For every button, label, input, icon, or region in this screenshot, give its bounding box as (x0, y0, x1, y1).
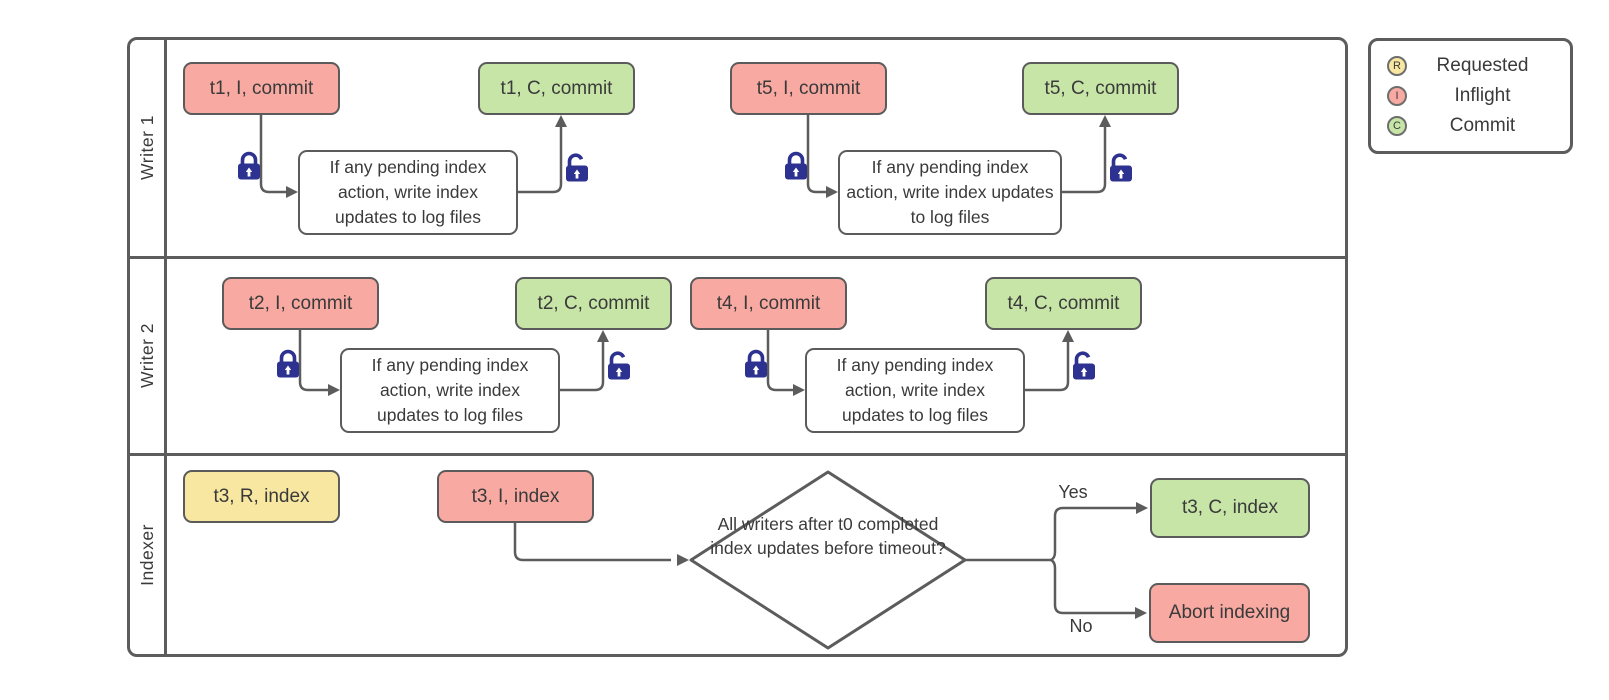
node-t2-inflight: t2, I, commit (222, 277, 379, 330)
edge-label-yes: Yes (1058, 482, 1088, 502)
node-abort-indexing: Abort indexing (1149, 583, 1310, 643)
node-t1-process: If any pending index action, write index… (298, 150, 518, 235)
node-t1-inflight: t1, I, commit (183, 62, 340, 115)
swimlane-frame (127, 37, 1348, 657)
legend-row-commit: C Commit (1387, 113, 1558, 140)
lane-writer1-header: Writer 1 (129, 40, 165, 254)
node-t4-inflight: t4, I, commit (690, 277, 847, 330)
node-t4-commit: t4, C, commit (985, 277, 1142, 330)
lane-divider-writer1-writer2 (127, 256, 1348, 259)
node-t4-process: If any pending index action, write index… (805, 348, 1025, 433)
node-t5-commit: t5, C, commit (1022, 62, 1179, 115)
lane-writer2-header: Writer 2 (129, 259, 165, 451)
lane-indexer-label: Indexer (136, 524, 157, 586)
node-t2-commit: t2, C, commit (515, 277, 672, 330)
legend-row-requested: R Requested (1387, 53, 1558, 80)
node-t1-commit: t1, C, commit (478, 62, 635, 115)
legend-label-inflight: Inflight (1454, 85, 1511, 106)
edge-label-no: No (1069, 616, 1093, 636)
lane-writer2-label: Writer 2 (136, 322, 157, 388)
lane-indexer-header: Indexer (129, 456, 165, 654)
node-t3-requested: t3, R, index (183, 470, 340, 523)
legend-label-commit: Commit (1449, 115, 1516, 136)
node-t2-process: If any pending index action, write index… (340, 348, 560, 433)
legend-label-requested: Requested (1436, 55, 1529, 76)
lane-label-column-separator (164, 37, 167, 657)
decision-label: All writers after t0 completed index upd… (710, 514, 946, 558)
commit-state-icon: C (1387, 116, 1407, 136)
lane-divider-writer2-indexer (127, 453, 1348, 456)
node-t5-inflight: t5, I, commit (730, 62, 887, 115)
node-t5-process: If any pending index action, write index… (838, 150, 1062, 235)
node-t3-commit: t3, C, index (1150, 478, 1310, 538)
legend: R Requested I Inflight C Commit (1368, 38, 1573, 154)
node-t3-inflight: t3, I, index (437, 470, 594, 523)
inflight-state-icon: I (1387, 86, 1407, 106)
lane-writer1-label: Writer 1 (136, 114, 157, 180)
requested-state-icon: R (1387, 56, 1407, 76)
legend-row-inflight: I Inflight (1387, 83, 1558, 110)
